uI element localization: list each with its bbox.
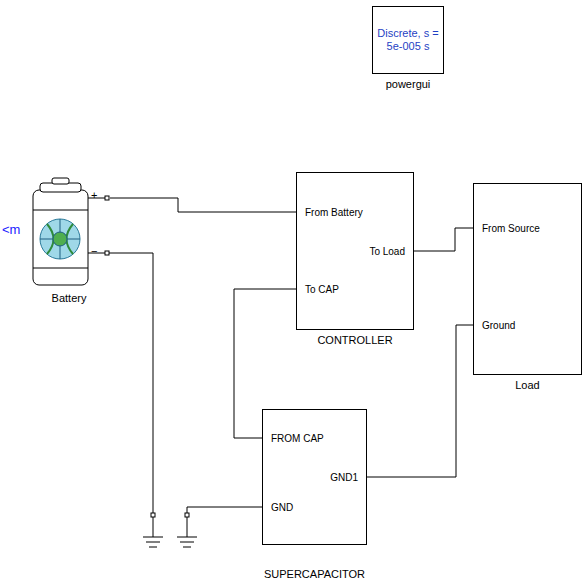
load-block: From SourceGroundLoad: [473, 183, 582, 375]
block-name: Battery: [52, 292, 87, 305]
supercapacitor-block: FROM CAPGNDGND1SUPERCAPACITOR: [262, 409, 367, 545]
block-name: powergui: [386, 78, 431, 91]
port-label: GND: [271, 502, 293, 514]
signal-label: <m: [2, 222, 20, 237]
port-label: GND1: [330, 472, 358, 484]
signal-wire: [110, 198, 296, 212]
controller-block: From BatteryTo CAPTo LoadCONTROLLER: [296, 172, 414, 330]
block-name: Load: [515, 379, 539, 392]
port-label: Ground: [482, 320, 515, 332]
signal-wire: [414, 228, 473, 251]
port-label: From Battery: [305, 207, 363, 219]
ground-symbol: [177, 517, 197, 547]
terminal-sign: −: [91, 245, 97, 258]
solver-block: Discrete, s = 5e-005 spowergui: [372, 6, 444, 74]
port-label: To CAP: [305, 284, 339, 296]
port-label: To Load: [369, 246, 405, 258]
block-name: CONTROLLER: [317, 334, 392, 347]
signal-wire: [367, 325, 473, 477]
ground-symbol: [143, 517, 163, 547]
block-name: SUPERCAPACITOR: [264, 568, 365, 581]
block-parameter: Discrete, s = 5e-005 s: [376, 27, 440, 53]
ground-wire: [187, 507, 262, 513]
ground-wire: [109, 253, 153, 513]
terminal-sign: +: [91, 189, 97, 202]
battery-block: Battery: [28, 176, 110, 288]
port-label: From Source: [482, 223, 540, 235]
battery-symbol: [33, 178, 88, 285]
port-label: FROM CAP: [271, 433, 324, 445]
